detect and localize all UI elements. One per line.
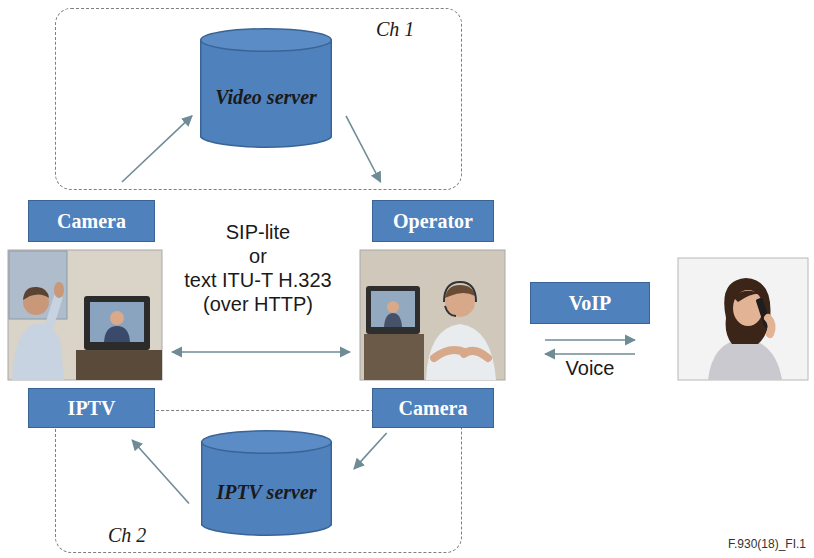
channel-label: Ch 2: [108, 524, 146, 546]
protocol-label: text ITU-T H.323: [184, 269, 331, 292]
flow-arrow: [132, 440, 189, 503]
channel-region: Ch 1 Video server: [55, 8, 462, 190]
server-cylinder: IPTV server: [201, 430, 332, 538]
component-box: IPTV: [28, 388, 155, 428]
flow-arrow: [122, 116, 192, 182]
component-box: VoIP: [530, 282, 650, 324]
component-box: Camera: [372, 388, 494, 428]
component-box: Camera: [28, 200, 155, 242]
component-label: Camera: [399, 397, 468, 420]
channel-region: Ch 2 IPTV server: [55, 410, 462, 553]
operator-photo: [360, 250, 505, 380]
flow-arrow: [354, 433, 387, 469]
voice-arrow: [545, 339, 635, 341]
viewer-photo: [8, 250, 162, 380]
component-label: Camera: [57, 210, 126, 233]
signalling-arrow: [172, 351, 350, 353]
protocol-label: SIP-lite: [226, 221, 290, 244]
component-label: IPTV server: [216, 481, 316, 503]
protocol-label: Voice: [566, 357, 615, 380]
caller-photo: [678, 258, 808, 380]
figure-id: F.930(18)_FI.1: [728, 538, 806, 552]
protocol-label: or: [249, 245, 267, 268]
component-label: IPTV: [68, 397, 116, 420]
component-label: VoIP: [569, 292, 612, 315]
component-label: Operator: [393, 210, 473, 233]
component-box: Operator: [372, 200, 494, 242]
voice-arrow: [545, 353, 635, 355]
flow-arrow: [346, 116, 381, 182]
channel-label: Ch 1: [376, 18, 414, 40]
protocol-label: (over HTTP): [203, 293, 313, 316]
server-cylinder: Video server: [200, 28, 332, 150]
component-label: Video server: [215, 86, 317, 108]
